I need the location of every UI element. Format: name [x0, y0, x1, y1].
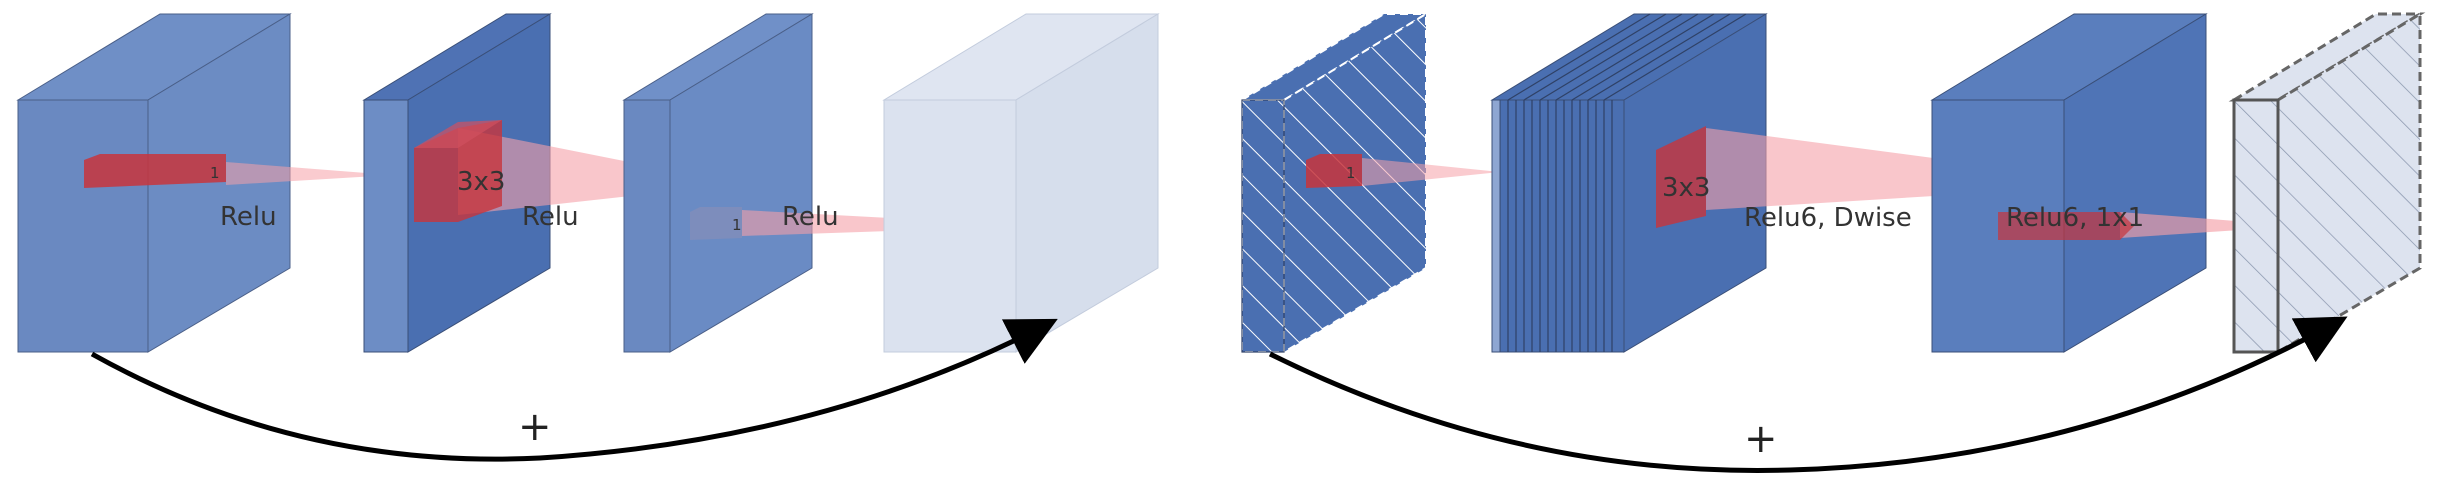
right-relu6-1x1-label: Relu6, 1x1	[2006, 203, 2144, 233]
right-skip-connection-arrow	[1268, 316, 2348, 473]
right-kernel-1-label: 1	[1346, 164, 1356, 182]
left-input-tensor	[16, 13, 292, 353]
left-add-symbol: +	[518, 404, 552, 450]
left-3x3-label: 3x3	[457, 167, 505, 197]
left-depthwise-tensor	[622, 13, 814, 353]
left-relu-label-2: Relu	[522, 202, 579, 232]
right-depthwise-tensor	[1930, 13, 2208, 353]
left-residual-block: 1 Relu 3x3 Relu 1 Relu	[16, 13, 1160, 462]
right-3x3-label: 3x3	[1662, 173, 1710, 203]
left-kernel-3x3: 3x3	[414, 120, 740, 222]
left-kernel-1x1-a: 1	[84, 154, 392, 188]
right-add-symbol: +	[1744, 416, 1778, 462]
right-kernel-1x1-projection	[1998, 212, 2300, 240]
left-output-tensor	[882, 13, 1160, 353]
right-inverted-residual-block: 1	[1238, 11, 2426, 473]
left-relu-label-3: Relu	[782, 202, 839, 232]
right-relu6-dwise-label: Relu6, Dwise	[1744, 203, 1912, 233]
left-skip-connection-arrow	[90, 318, 1058, 462]
left-kernel-1b-label: 1	[732, 216, 742, 234]
right-kernel-1x1: 1	[1306, 154, 1500, 188]
right-output-tensor	[2228, 11, 2426, 355]
left-kernel-1a-label: 1	[210, 164, 220, 182]
left-relu-label-1: Relu	[220, 202, 277, 232]
